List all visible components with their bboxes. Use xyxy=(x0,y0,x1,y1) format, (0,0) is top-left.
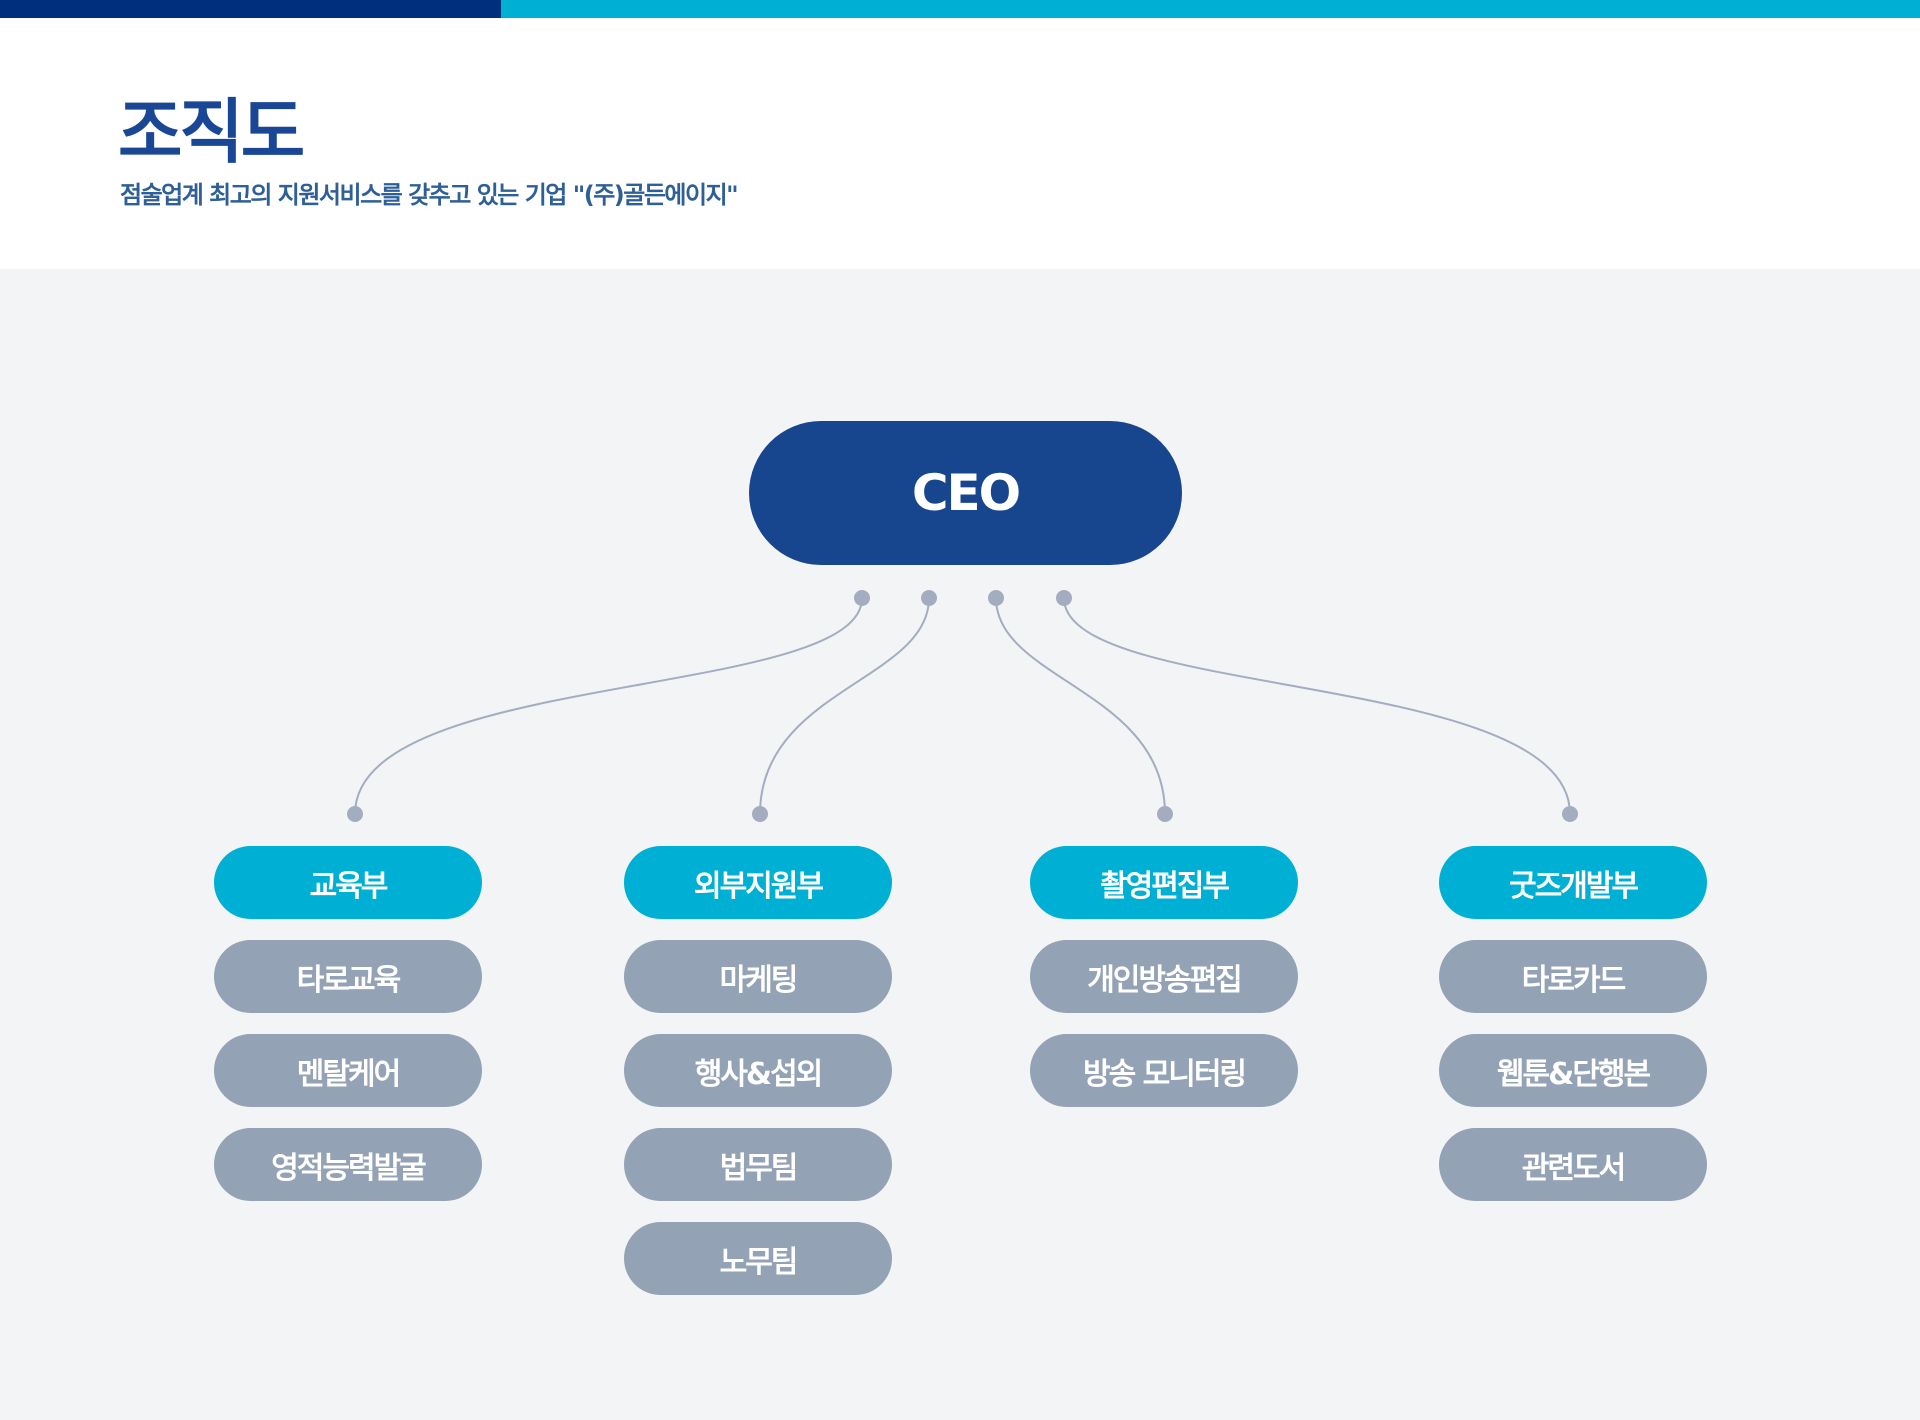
department-node: 굿즈개발부 xyxy=(1439,846,1707,919)
team-node: 방송 모니터링 xyxy=(1030,1034,1298,1107)
team-node: 법무팀 xyxy=(624,1128,892,1201)
top-accent-bar xyxy=(0,0,1920,18)
team-node: 개인방송편집 xyxy=(1030,940,1298,1013)
ceo-label: CEO xyxy=(911,464,1021,522)
top-accent-bar-dark xyxy=(0,0,501,18)
team-node: 행사&섭외 xyxy=(624,1034,892,1107)
department-column-filming: 촬영편집부 개인방송편집 방송 모니터링 xyxy=(1030,846,1298,1128)
page-title: 조직도 xyxy=(118,91,305,173)
connector-dot xyxy=(1056,590,1072,606)
page-subtitle: 점술업계 최고의 지원서비스를 갖추고 있는 기업 "(주)골든에이지" xyxy=(120,181,739,209)
connector-dot xyxy=(1157,806,1173,822)
department-column-education: 교육부 타로교육 멘탈케어 영적능력발굴 xyxy=(214,846,482,1222)
team-node: 노무팀 xyxy=(624,1222,892,1295)
connector-edu xyxy=(354,597,863,815)
department-node: 촬영편집부 xyxy=(1030,846,1298,919)
connector-dot xyxy=(921,590,937,606)
connector-dot xyxy=(1562,806,1578,822)
connector-filming xyxy=(995,597,1166,815)
team-node: 관련도서 xyxy=(1439,1128,1707,1201)
team-node: 마케팅 xyxy=(624,940,892,1013)
team-node: 영적능력발굴 xyxy=(214,1128,482,1201)
connector-dot xyxy=(854,590,870,606)
connector-goods xyxy=(1063,597,1571,815)
department-node: 교육부 xyxy=(214,846,482,919)
connector-dot xyxy=(988,590,1004,606)
team-node: 웹툰&단행본 xyxy=(1439,1034,1707,1107)
connector-external xyxy=(759,597,930,815)
department-column-external: 외부지원부 마케팅 행사&섭외 법무팀 노무팀 xyxy=(624,846,892,1316)
department-column-goods: 굿즈개발부 타로카드 웹툰&단행본 관련도서 xyxy=(1439,846,1707,1222)
connector-dot xyxy=(752,806,768,822)
page-header xyxy=(0,18,1920,269)
ceo-node: CEO xyxy=(749,421,1182,565)
team-node: 타로카드 xyxy=(1439,940,1707,1013)
connector-dot xyxy=(347,806,363,822)
department-node: 외부지원부 xyxy=(624,846,892,919)
team-node: 멘탈케어 xyxy=(214,1034,482,1107)
team-node: 타로교육 xyxy=(214,940,482,1013)
